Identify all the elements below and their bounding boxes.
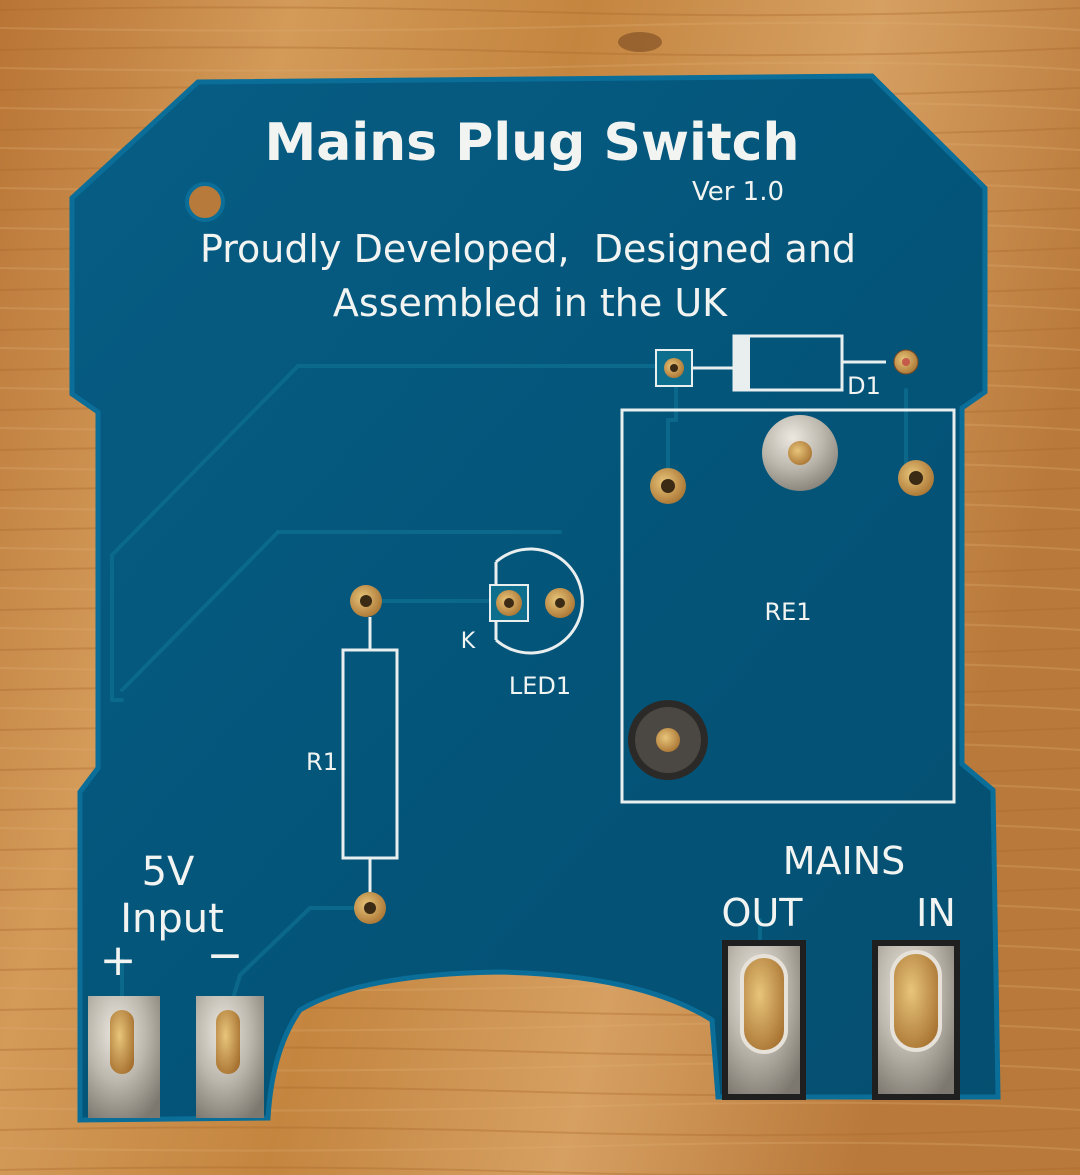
input-word-label: Input [120, 896, 224, 942]
out-label: OUT [722, 891, 804, 935]
plus-label: + [100, 935, 137, 986]
led1-label: LED1 [509, 672, 571, 700]
diode-d1: D1 [655, 334, 919, 400]
input-5v-label: 5V [142, 849, 195, 895]
led-k-label: K [461, 629, 476, 654]
minus-label: − [207, 930, 244, 981]
mains-label: MAINS [783, 839, 906, 883]
relay-re1: RE1 [620, 408, 956, 804]
input-5v-block: 5V Input + − [88, 849, 264, 1118]
resistor-r1: R1 [306, 585, 399, 924]
in-label: IN [916, 891, 956, 935]
re1-label: RE1 [764, 598, 811, 626]
tagline-line2: Assembled in the UK [333, 281, 728, 325]
copper-traces [110, 364, 908, 1004]
r1-label: R1 [306, 748, 338, 776]
tagline-line1: Proudly Developed, Designed and [200, 227, 856, 271]
board-title: Mains Plug Switch [264, 113, 799, 173]
d1-label: D1 [847, 372, 881, 400]
board-version: Ver 1.0 [692, 177, 784, 207]
led-led1: K LED1 [461, 547, 584, 700]
mains-block: MAINS OUT IN [722, 839, 960, 1100]
mounting-hole [185, 182, 225, 222]
